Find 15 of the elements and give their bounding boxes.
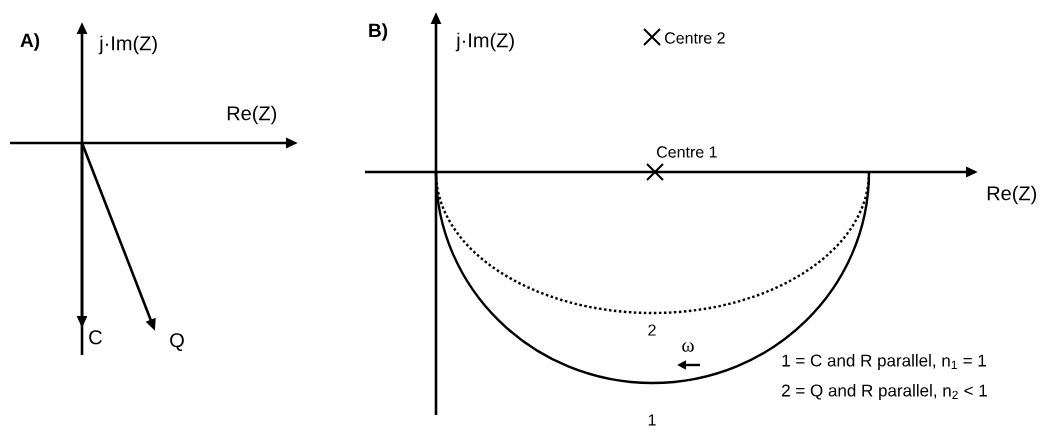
panel-label: B) [369,23,388,41]
axis-label: j·Im(Z) [455,32,514,52]
vector-label: Q [170,333,184,351]
vector-label: C [89,330,102,345]
point-label: Centre 1 [657,146,717,158]
legend-text: 2 = Q and R parallel, n$_{2}$ < 1 [782,384,987,400]
panel-label: A) [20,33,40,51]
axis-label: Re(Z) [227,105,277,125]
curve-label: 1 [648,414,656,426]
point-label: Centre 2 [665,32,725,44]
axis-label: j·Im(Z) [98,35,157,55]
legend-text: 1 = C and R parallel, n$_{1}$ = 1 [782,354,986,370]
frequency-symbol: ω [682,342,694,352]
axis-label: Re(Z) [987,185,1037,205]
curve-label: 2 [648,324,656,336]
